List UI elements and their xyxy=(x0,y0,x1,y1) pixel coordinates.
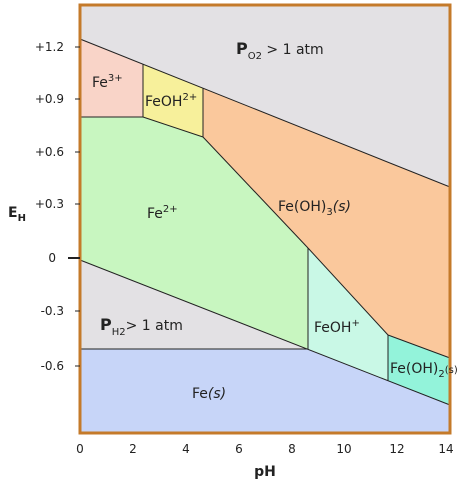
region-feoh-plus xyxy=(308,248,388,381)
label-h2-pressure: PH2> 1 atm xyxy=(100,315,183,338)
y-tick-label: +0.3 xyxy=(35,197,64,211)
label-feoh-plus: FeOH+ xyxy=(314,318,360,336)
y-tick-label: +0.6 xyxy=(35,145,64,159)
region-feoh3-solid xyxy=(203,88,450,358)
x-tick-label: 14 xyxy=(438,442,453,456)
y-tick-label: 0 xyxy=(48,251,56,265)
x-tick-label: 12 xyxy=(389,442,404,456)
label-o2-pressure: PO2 > 1 atm xyxy=(236,39,324,62)
region-fe2plus xyxy=(80,117,308,349)
y-tick-label: -0.6 xyxy=(41,359,64,373)
y-tick-label: +0.9 xyxy=(35,92,64,106)
region-fe-solid xyxy=(80,349,450,433)
y-axis-title: EH xyxy=(8,205,26,224)
label-feoh2plus: FeOH2+ xyxy=(145,92,197,110)
plot-frame xyxy=(78,3,452,435)
x-tick-label: 4 xyxy=(182,442,190,456)
label-feoh2-solid: Fe(OH)2(s) xyxy=(390,361,458,380)
label-fe-solid: Fe(s) xyxy=(192,386,226,402)
label-fe2plus: Fe2+ xyxy=(147,204,178,222)
x-tick-label: 0 xyxy=(76,442,84,456)
label-fe3plus: Fe3+ xyxy=(92,73,123,91)
x-tick-label: 2 xyxy=(129,442,137,456)
x-tick-label: 10 xyxy=(336,442,351,456)
region-fe3plus xyxy=(80,39,143,117)
y-tick-label: -0.3 xyxy=(41,304,64,318)
x-tick-label: 8 xyxy=(288,442,296,456)
label-feoh3-solid: Fe(OH)3(s) xyxy=(278,199,351,218)
y-axis-ticks xyxy=(68,46,80,367)
x-axis-title: pH xyxy=(254,464,276,480)
y-tick-label: +1.2 xyxy=(35,40,64,54)
x-tick-label: 6 xyxy=(235,442,243,456)
boundary-lines xyxy=(79,38,451,406)
